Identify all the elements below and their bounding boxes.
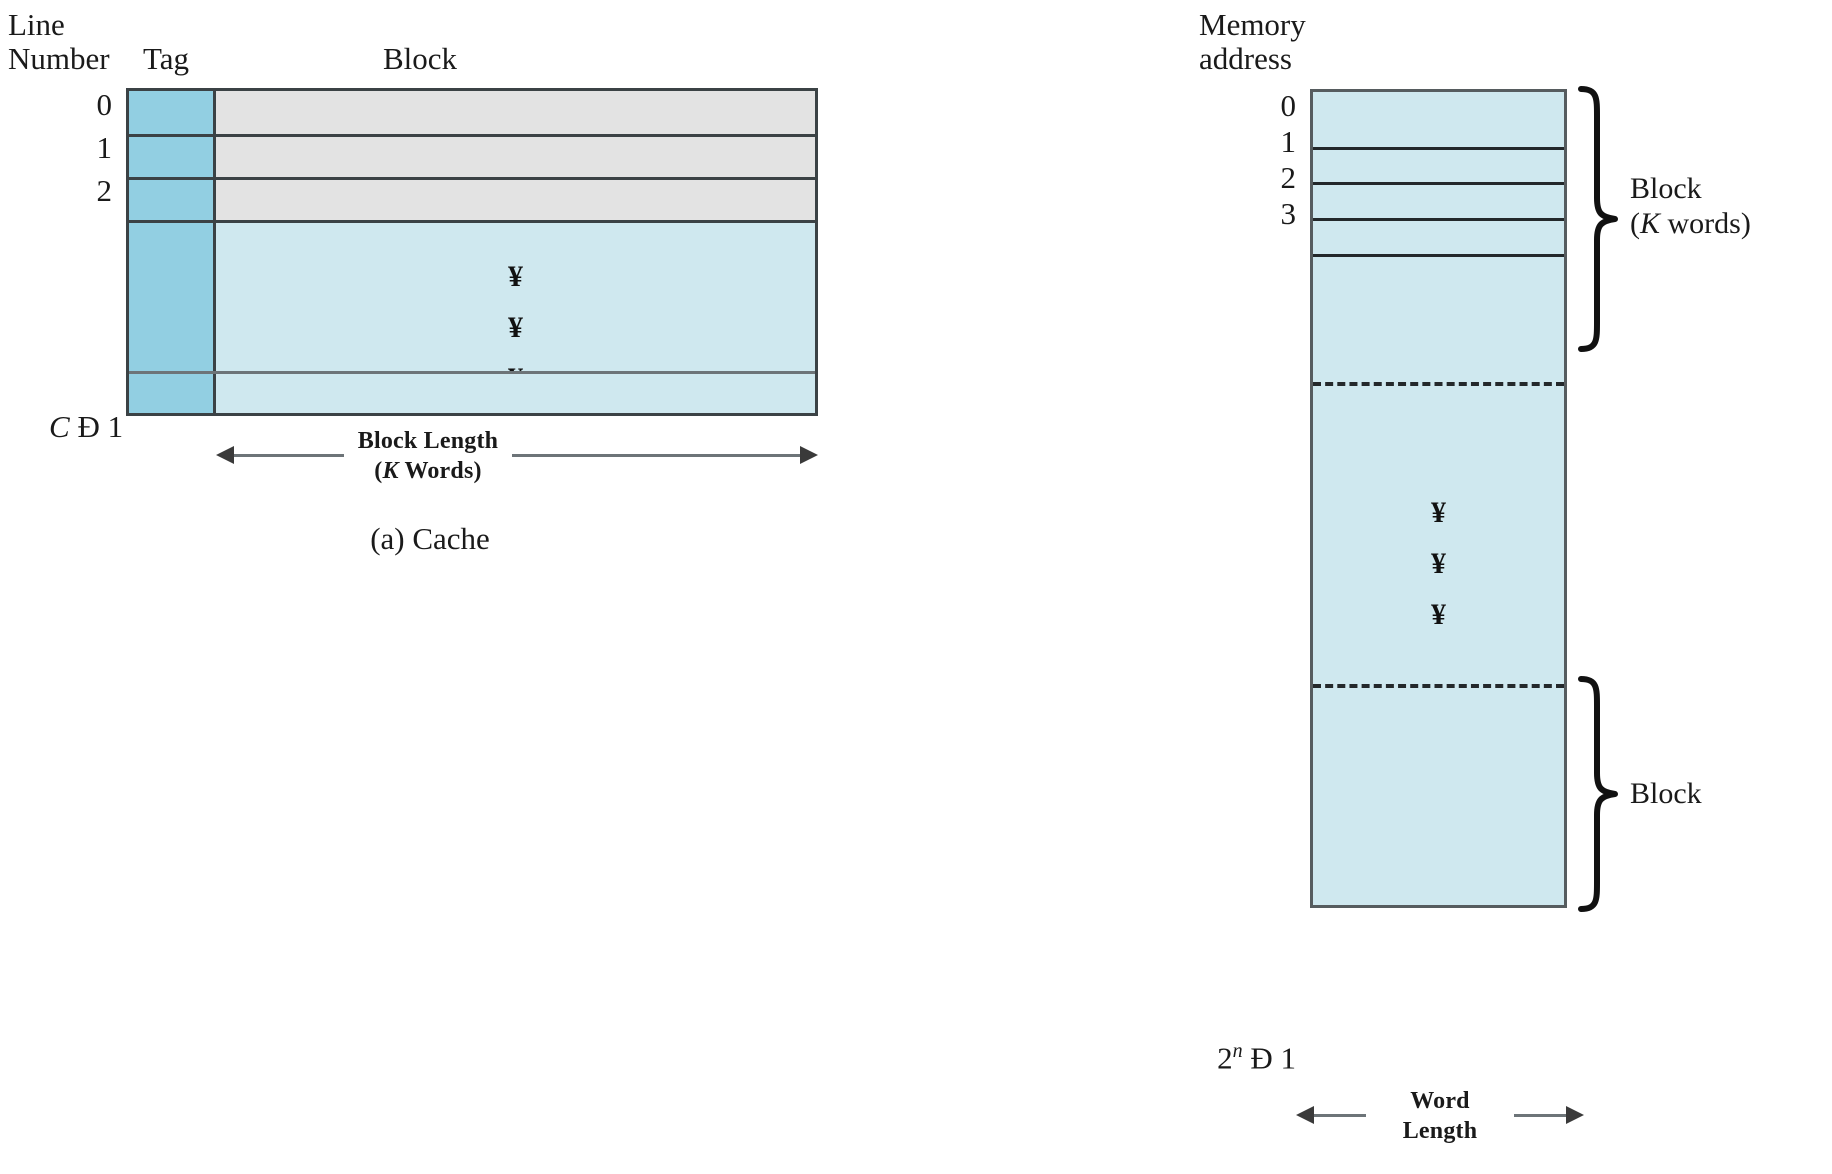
cache-table-row <box>129 177 815 220</box>
cache-table: ¥ ¥ ¥ <box>126 88 818 416</box>
cache-tag-cell <box>129 374 216 413</box>
ellipsis-glyph: ¥ <box>1431 496 1446 529</box>
memory-brace-top-label-line2: (K words) <box>1630 207 1751 241</box>
cache-block-cell: ¥ ¥ ¥ <box>216 223 815 395</box>
cache-table-ellipsis-row: ¥ ¥ ¥ <box>129 220 815 395</box>
memory-header-line1: Memory <box>1199 7 1306 42</box>
memory-address-3: 3 <box>1280 196 1297 231</box>
memory-brace-bottom <box>1575 676 1623 912</box>
cache-number-label: Number <box>8 41 110 76</box>
block-length-arrow-line-right <box>512 454 800 457</box>
cache-line-number-1: 1 <box>96 130 113 165</box>
cache-line-label: Line <box>8 7 65 42</box>
words-text: words) <box>1660 207 1751 240</box>
memory-row-divider <box>1313 218 1564 221</box>
cache-tag-header: Tag <box>143 41 190 76</box>
cache-line-number-2: 2 <box>96 173 113 208</box>
word-length-label-bottom: Length <box>1402 1118 1478 1144</box>
cache-block-cell <box>216 374 815 413</box>
cache-block-cell <box>216 137 815 177</box>
block-length-arrowhead-right <box>800 446 818 464</box>
block-length-arrowhead-left <box>216 446 234 464</box>
memory-dashed-divider-top <box>1313 382 1564 386</box>
cache-tag-cell <box>129 223 216 371</box>
memory-row-divider <box>1313 254 1564 257</box>
paren-open: ( <box>374 458 383 484</box>
k-symbol: K <box>382 458 399 484</box>
memory-header-line2: address <box>1199 41 1292 76</box>
word-length-arrowhead-right <box>1566 1106 1584 1124</box>
n-exponent: n <box>1232 1040 1243 1062</box>
block-length-label-top: Block Length <box>357 428 499 454</box>
cache-table-row <box>129 134 815 177</box>
block-length-arrow-line-left <box>234 454 344 457</box>
memory-address-last: 2n Ð 1 <box>1140 1040 1296 1076</box>
word-length-arrowhead-left <box>1296 1106 1314 1124</box>
block-length-label-bottom: (K Words) <box>348 458 508 485</box>
cache-tag-cell <box>129 137 216 177</box>
memory-address-2: 2 <box>1280 160 1297 195</box>
cache-tag-cell <box>129 180 216 220</box>
cache-line-number-last: C Ð 1 <box>18 375 123 479</box>
cache-last-line-c: C <box>49 408 70 444</box>
cache-block-cell <box>216 180 815 220</box>
ellipsis-glyph: ¥ <box>508 260 523 293</box>
memory-brace-top-label-line1: Block <box>1630 172 1702 205</box>
memory-brace-bottom-label: Block <box>1630 777 1702 810</box>
word-length-label-top: Word <box>1410 1088 1470 1114</box>
word-length-arrow-line-right <box>1514 1114 1566 1117</box>
memory-address-0: 0 <box>1280 88 1297 123</box>
memory-row-divider <box>1313 182 1564 185</box>
memory-column: ¥ ¥ ¥ <box>1310 89 1567 908</box>
ellipsis-glyph: ¥ <box>1431 547 1446 580</box>
cache-block-header: Block <box>382 41 458 76</box>
memory-brace-top <box>1575 86 1623 352</box>
ellipsis-glyph: ¥ <box>508 311 523 344</box>
memory-dashed-divider-bottom <box>1313 684 1564 688</box>
cache-table-row <box>129 91 815 134</box>
cache-table-last-row <box>129 371 815 413</box>
word-length-arrow-line-left <box>1314 1114 1366 1117</box>
cache-line-number-0: 0 <box>96 87 113 122</box>
k-symbol: K <box>1640 207 1661 240</box>
cache-tag-cell <box>129 91 216 134</box>
two-base: 2 <box>1217 1040 1233 1076</box>
cache-last-line-rest: Ð 1 <box>69 408 124 444</box>
words-text: Words) <box>398 458 482 484</box>
minus-one: Ð 1 <box>1242 1040 1296 1076</box>
memory-row-divider <box>1313 147 1564 150</box>
memory-vertical-ellipsis: ¥ ¥ ¥ <box>1313 487 1564 640</box>
cache-block-cell <box>216 91 815 134</box>
ellipsis-glyph: ¥ <box>1431 598 1446 631</box>
memory-address-1: 1 <box>1280 124 1297 159</box>
figure-caption-a: (a) Cache <box>370 521 490 556</box>
paren-open: ( <box>1630 207 1640 240</box>
